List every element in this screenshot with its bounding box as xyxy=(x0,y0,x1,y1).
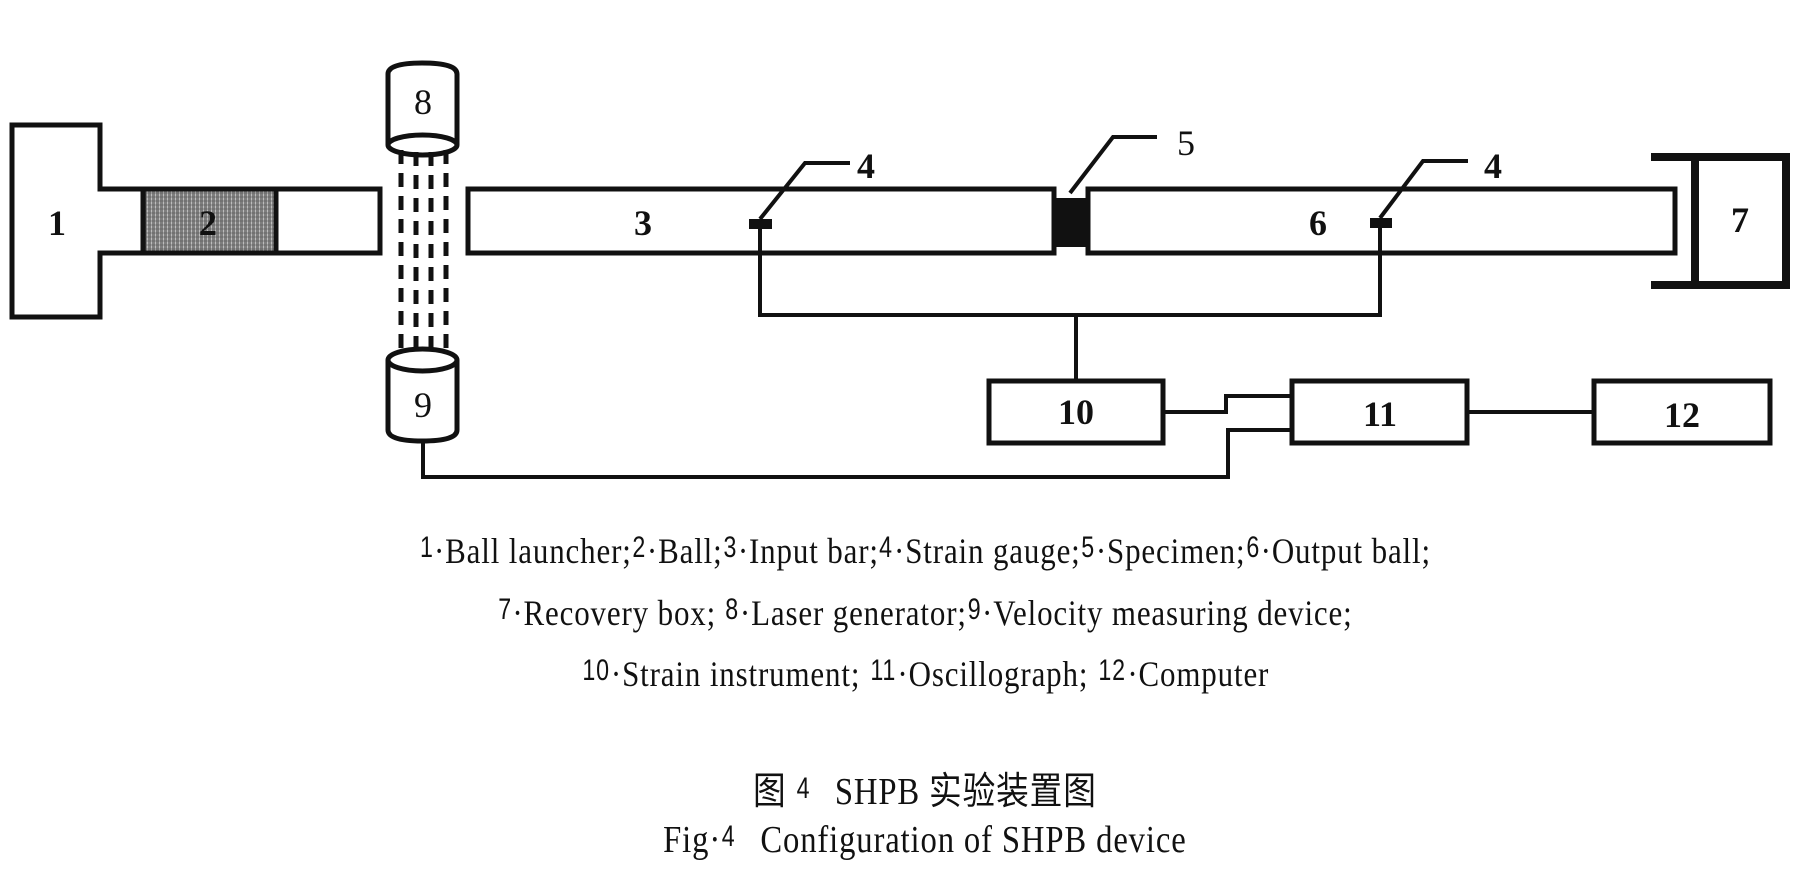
oscillograph: 11 xyxy=(1289,378,1470,446)
legend-num: 10 xyxy=(582,654,610,687)
legend-num: 4 xyxy=(879,531,894,564)
legend-num: 5 xyxy=(1081,531,1096,564)
figure-number-cn: 4 xyxy=(796,772,810,805)
label-10: 10 xyxy=(1058,392,1094,432)
legend-text: Recovery box; xyxy=(523,593,717,633)
label-7: 7 xyxy=(1731,200,1749,240)
strain-gauge-output: 4 xyxy=(1370,146,1502,228)
legend-text: Computer xyxy=(1138,654,1270,694)
laser-beams xyxy=(398,150,449,355)
figure-title-en-text: Configuration of SHPB device xyxy=(760,819,1187,861)
legend-num: 9 xyxy=(967,593,982,626)
shpb-setup-diagram: 1 2 8 9 3 5 6 4 xyxy=(9,60,1790,479)
legend-text: Velocity measuring device; xyxy=(993,593,1353,633)
velocity-measuring-device: 9 xyxy=(385,346,460,444)
legend-line-3: 10·Strain instrument; 11·Oscillograph; 1… xyxy=(582,654,1270,694)
legend-num: 12 xyxy=(1098,654,1126,687)
label-4-input: 4 xyxy=(857,146,875,186)
label-3: 3 xyxy=(634,203,652,243)
legend-text: Ball launcher; xyxy=(445,531,632,571)
label-1: 1 xyxy=(48,203,66,243)
legend-text: Strain instrument; xyxy=(622,654,861,694)
ball: 2 xyxy=(140,186,279,256)
figure-title-cn-text: SHPB 实验装置图 xyxy=(834,771,1097,813)
figure-number-en: 4 xyxy=(721,820,736,853)
label-2: 2 xyxy=(199,203,217,243)
computer: 12 xyxy=(1591,378,1773,446)
legend-num: 1 xyxy=(419,531,434,564)
figure-title-english: Fig·4 Configuration of SHPB device xyxy=(129,818,1720,862)
legend-num: 8 xyxy=(725,593,740,626)
label-12: 12 xyxy=(1664,395,1700,435)
legend-line-2: 7·Recovery box; 8·Laser generator;9·Velo… xyxy=(497,593,1353,633)
label-4-output: 4 xyxy=(1484,146,1502,186)
strain-instrument: 10 xyxy=(986,378,1166,446)
figure-prefix-cn: 图 xyxy=(752,771,787,813)
legend-line-1: 1·Ball launcher;2·Ball;3·Input bar;4·Str… xyxy=(419,531,1431,571)
legend-text: Ball; xyxy=(658,531,723,571)
signal-wiring xyxy=(421,394,1594,479)
figure-prefix-en: Fig· xyxy=(663,819,722,861)
label-11: 11 xyxy=(1363,394,1397,434)
legend-text: Laser generator; xyxy=(751,593,967,633)
label-8: 8 xyxy=(414,82,432,122)
label-6: 6 xyxy=(1309,203,1327,243)
legend-text: Input bar; xyxy=(749,531,879,571)
gauge-wiring xyxy=(758,228,1382,381)
legend-text: Strain gauge; xyxy=(905,531,1081,571)
recovery-box: 7 xyxy=(1651,153,1790,289)
label-5: 5 xyxy=(1177,123,1195,163)
legend-num: 6 xyxy=(1246,531,1260,564)
legend-text: Specimen; xyxy=(1107,531,1246,571)
legend-num: 3 xyxy=(723,531,738,564)
legend-num: 7 xyxy=(497,593,512,626)
legend-num: 11 xyxy=(870,654,896,687)
strain-gauge-input: 4 xyxy=(749,146,875,229)
figure-title-chinese: 图 4 SHPB 实验装置图 xyxy=(129,760,1720,815)
laser-generator: 8 xyxy=(385,60,460,158)
specimen: 5 xyxy=(1055,123,1195,247)
legend-text: Oscillograph; xyxy=(908,654,1089,694)
legend-num: 2 xyxy=(632,531,647,564)
legend-text: Output ball; xyxy=(1271,531,1431,571)
label-9: 9 xyxy=(414,385,432,425)
